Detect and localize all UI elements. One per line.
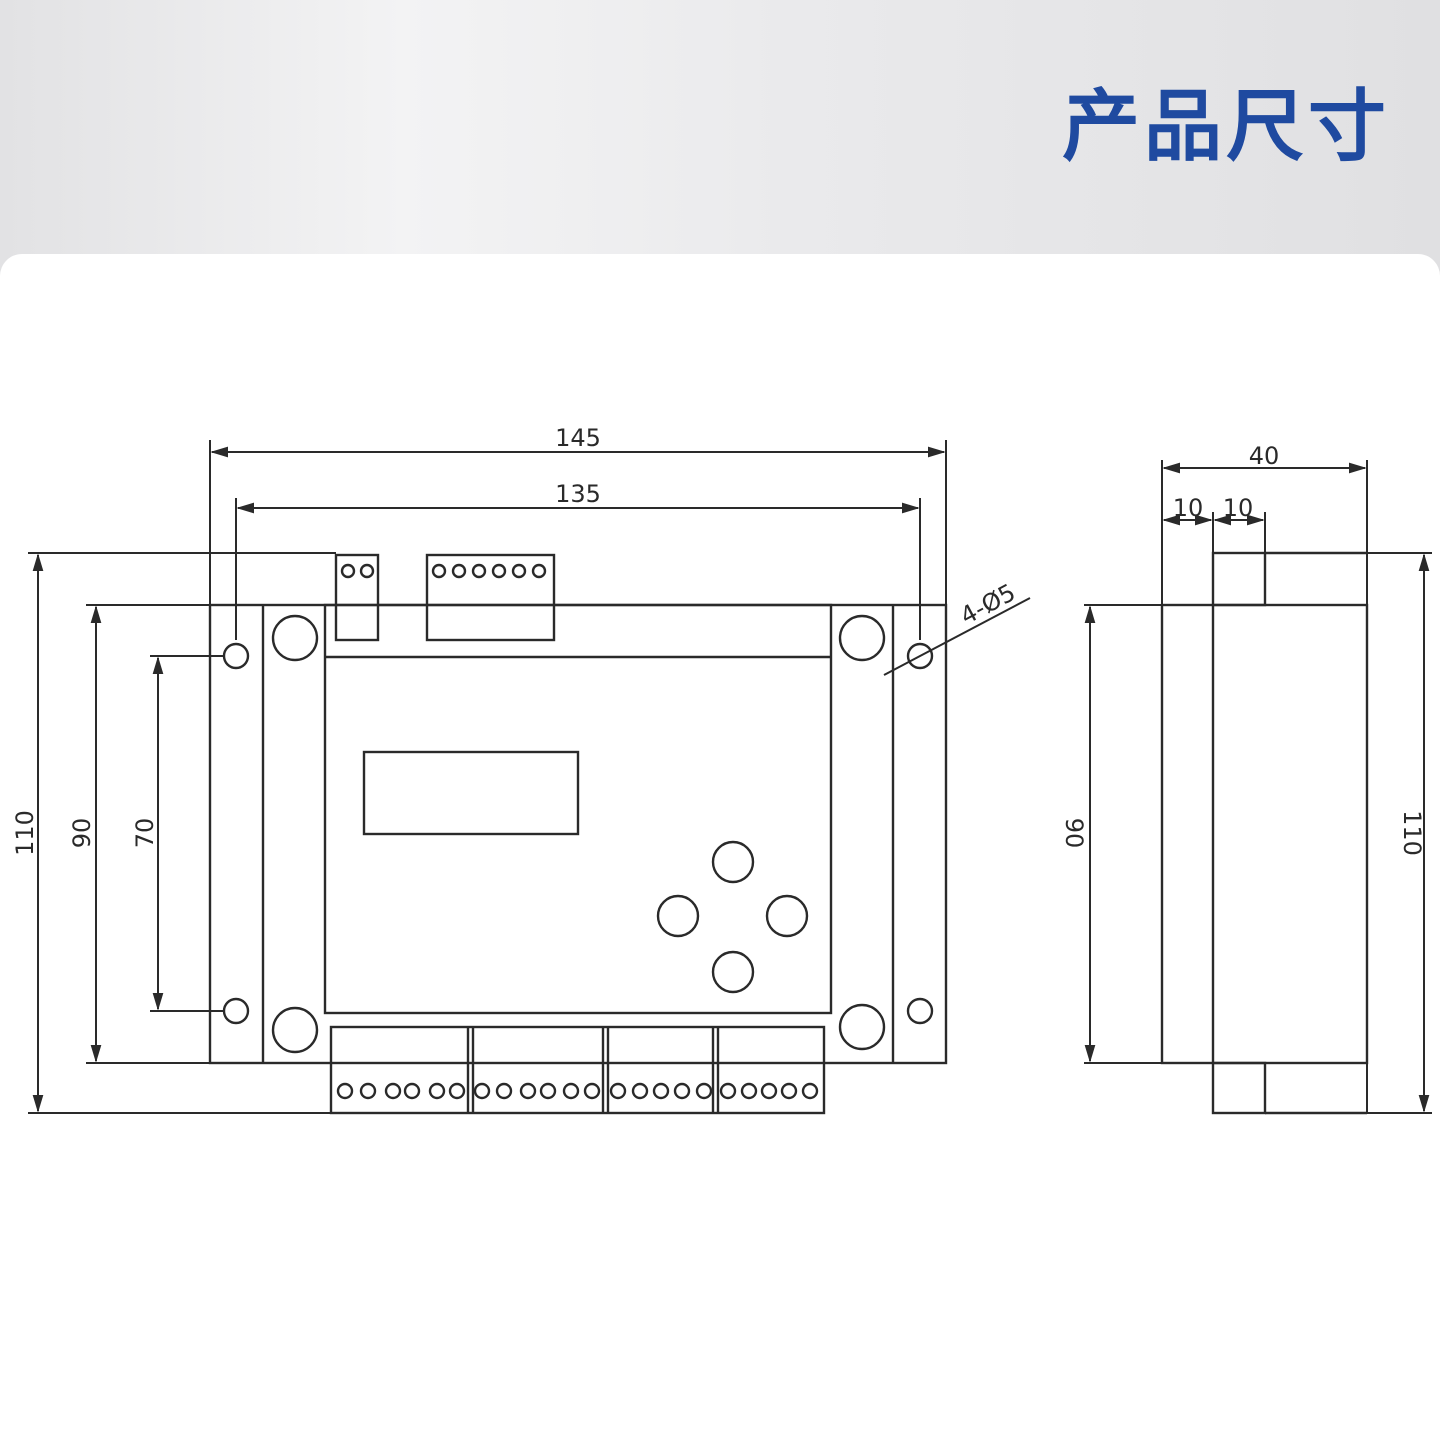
top-connector-pins [431, 563, 547, 579]
screw-top-left [271, 614, 319, 662]
side-view [1160, 551, 1369, 1115]
front-view [208, 553, 948, 1115]
terminal-pin [473, 1082, 491, 1100]
terminal-pin [495, 1082, 513, 1100]
terminal-pin [760, 1082, 778, 1100]
key-up [711, 840, 755, 884]
dim-label-side-step-b: 10 [1223, 494, 1254, 522]
connector-pin [451, 563, 467, 579]
hole-callout-leader [883, 597, 1031, 676]
side-top-connector [1211, 551, 1267, 607]
terminal-pin [631, 1082, 649, 1100]
connector-pin [431, 563, 447, 579]
connector-pin [359, 563, 375, 579]
dim-label-hole-spacing-height: 70 [131, 818, 159, 849]
connector-pin [471, 563, 487, 579]
dim-label-side-step-a: 10 [1173, 494, 1204, 522]
key-down [711, 950, 755, 994]
connector-pin [491, 563, 507, 579]
key-right [765, 894, 809, 938]
terminal-pin [336, 1082, 354, 1100]
housing-outline [323, 603, 833, 1015]
terminal-pin [609, 1082, 627, 1100]
dim-label-body-height: 90 [68, 818, 96, 849]
terminal-pin [695, 1082, 713, 1100]
bottom-terminal-strip [329, 1025, 826, 1115]
terminal-pin [780, 1082, 798, 1100]
terminal-pin [384, 1082, 402, 1100]
screw-top-right [838, 614, 886, 662]
connector-pin [531, 563, 547, 579]
display-window [362, 750, 580, 836]
terminal-pin [428, 1082, 446, 1100]
terminal-pin [652, 1082, 670, 1100]
bottom-terminal-pins [336, 1082, 819, 1100]
top-connector-6pin [425, 553, 556, 642]
terminal-pin [719, 1082, 737, 1100]
dim-label-side-overall-height: 110 [1398, 810, 1426, 856]
terminal-pin [448, 1082, 466, 1100]
screw-bottom-left [271, 1006, 319, 1054]
dim-label-side-depth: 40 [1249, 442, 1280, 470]
mount-hole-bottom-left [222, 997, 250, 1025]
side-body-outline [1160, 603, 1369, 1065]
connector-pin [511, 563, 527, 579]
connector-pin [340, 563, 356, 579]
top-connector-2pin [334, 553, 380, 642]
mount-hole-top-left [222, 642, 250, 670]
terminal-pin [583, 1082, 601, 1100]
side-dimensions: 40 10 10 90 110 [1060, 442, 1432, 1114]
dim-label-overall-height: 110 [11, 810, 39, 856]
hole-callout-label: 4-Ø5 [956, 578, 1020, 630]
key-left [656, 894, 700, 938]
terminal-pin [539, 1082, 557, 1100]
mount-hole-bottom-right [906, 997, 934, 1025]
terminal-pin [519, 1082, 537, 1100]
side-bottom-connector [1211, 1061, 1267, 1115]
terminal-pin [801, 1082, 819, 1100]
terminal-pin [673, 1082, 691, 1100]
terminal-pin [562, 1082, 580, 1100]
dim-label-overall-width: 145 [555, 424, 601, 452]
terminal-pin [740, 1082, 758, 1100]
dim-label-side-body-height: 90 [1060, 818, 1088, 849]
terminal-pin [359, 1082, 377, 1100]
dim-label-hole-spacing-width: 135 [555, 480, 601, 508]
page-title: 产品尺寸 [1061, 82, 1390, 172]
header-band [0, 0, 1440, 300]
mount-hole-top-right [906, 642, 934, 670]
screw-bottom-right [838, 1003, 886, 1051]
terminal-pin [403, 1082, 421, 1100]
